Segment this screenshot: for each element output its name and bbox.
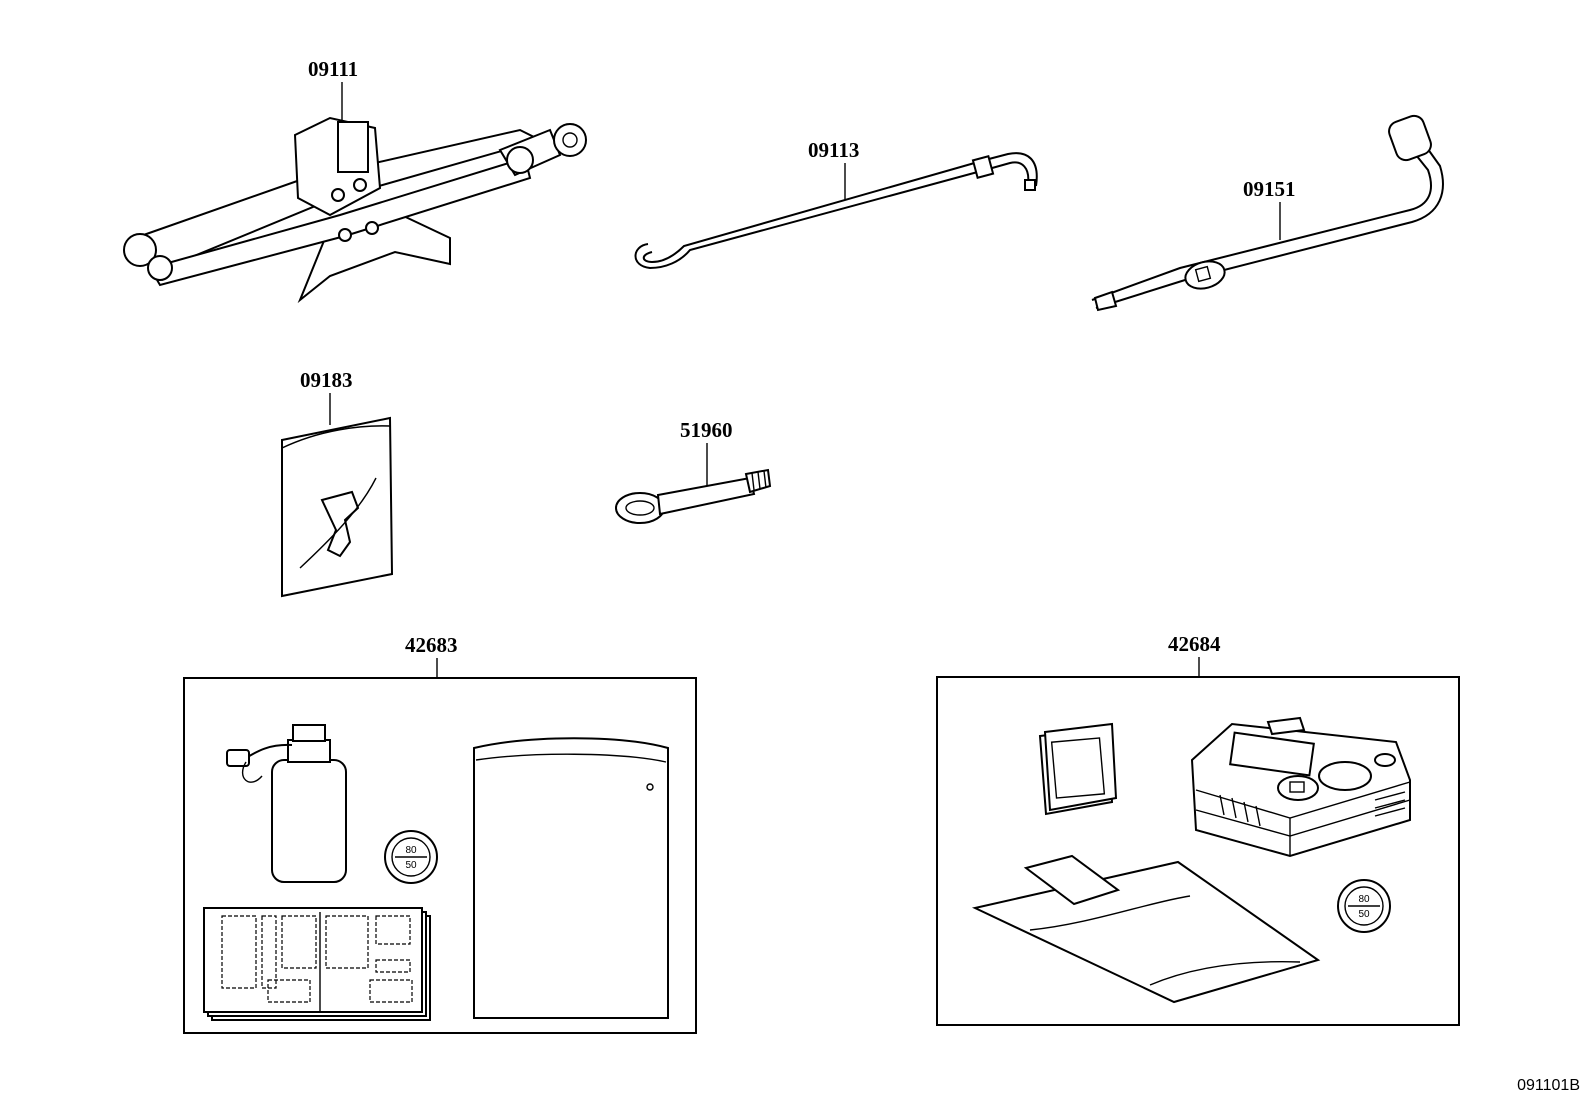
- part-label-towing-eye[interactable]: 51960: [680, 418, 733, 442]
- wheel-nut-wrench[interactable]: 09151: [1091, 113, 1444, 312]
- part-label-jack[interactable]: 09111: [308, 57, 358, 81]
- towing-eye[interactable]: 51960: [615, 418, 772, 524]
- sealant-bottle-icon: [226, 724, 347, 883]
- air-compressor-icon: [1190, 716, 1411, 858]
- part-label-wheel-wrench[interactable]: 09151: [1243, 177, 1296, 201]
- repair-kit-box-2[interactable]: 42684 80 50: [936, 632, 1460, 1026]
- part-label-repair-kit-b[interactable]: 42684: [1168, 632, 1221, 656]
- tool-bag[interactable]: 09183: [281, 368, 394, 598]
- storage-bag-icon: [473, 737, 669, 1019]
- part-label-jack-handle[interactable]: 09113: [808, 138, 859, 162]
- diagram-reference-code: 091101B: [1517, 1077, 1580, 1094]
- sticker-text-top: 80: [1358, 894, 1370, 905]
- sticker-text-top: 80: [405, 845, 417, 856]
- repair-kit-box-1[interactable]: 42683 80 50: [183, 633, 697, 1034]
- booklet-icon: [1038, 722, 1118, 816]
- sticker-text-bottom: 50: [1358, 909, 1370, 920]
- part-label-tool-bag[interactable]: 09183: [300, 368, 353, 392]
- speed-limit-sticker-1: 80 50: [384, 830, 438, 884]
- scissor-jack[interactable]: 09111: [123, 57, 587, 304]
- instruction-sheets-icon: [203, 907, 431, 1021]
- sticker-text-bottom: 50: [405, 860, 417, 871]
- jack-handle[interactable]: 09113: [634, 138, 1038, 270]
- speed-limit-sticker-2: 80 50: [1337, 879, 1391, 933]
- pouch-icon: [971, 854, 1321, 1004]
- part-label-repair-kit-a[interactable]: 42683: [405, 633, 458, 657]
